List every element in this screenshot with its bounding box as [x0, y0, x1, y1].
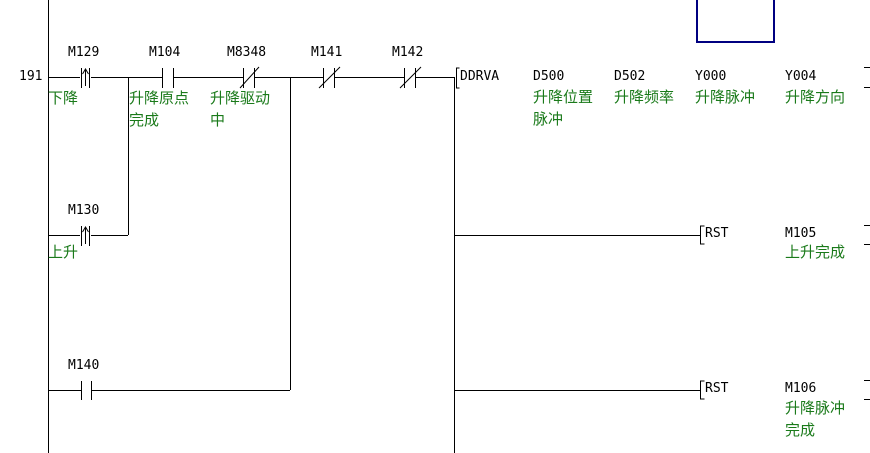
contact-comment: 下降: [48, 89, 79, 107]
operand-address[interactable]: D500: [533, 69, 565, 84]
contact-address[interactable]: M8348: [227, 45, 267, 60]
operand-address[interactable]: Y004: [785, 69, 817, 84]
contact-address[interactable]: M130: [68, 203, 100, 218]
contact-comment: 升降原点: [129, 89, 190, 107]
rst1-address[interactable]: M105: [785, 226, 817, 241]
rst2-bracket: [700, 380, 705, 400]
instruction-bracket: [456, 67, 460, 89]
operand-comment: 升降频率: [614, 88, 675, 106]
operand-comment: 升降方向: [785, 88, 846, 106]
contact-address[interactable]: M104: [149, 45, 181, 60]
contact-comment: 中: [210, 111, 226, 129]
contact-m142-nc: [399, 66, 422, 89]
contact-m130-rising-edge: [81, 226, 90, 246]
contact-m141-nc: [318, 66, 341, 89]
operand-comment: 升降位置: [533, 88, 594, 106]
operand-comment: 脉冲: [533, 110, 564, 128]
contact-m140-no: [81, 381, 92, 400]
contact-comment: 升降驱动: [210, 89, 271, 107]
cursor-box: [696, 0, 775, 43]
contact-m129-rising-edge: [81, 68, 90, 88]
contact-address[interactable]: M141: [311, 45, 343, 60]
rst2-address[interactable]: M106: [785, 381, 817, 396]
rst2-instruction[interactable]: RST: [705, 381, 729, 396]
operand-address[interactable]: Y000: [695, 69, 727, 84]
step-number: 191: [19, 69, 43, 84]
operand-address[interactable]: D502: [614, 69, 646, 84]
contact-m104-no: [162, 68, 174, 88]
rst2-comment: 升降脉冲: [785, 399, 846, 417]
contact-m8348-nc: [239, 66, 260, 89]
rst1-comment: 上升完成: [785, 243, 846, 261]
instruction-name[interactable]: DDRVA: [460, 69, 500, 84]
contact-address[interactable]: M129: [68, 45, 100, 60]
contact-address[interactable]: M140: [68, 358, 100, 373]
operand-comment: 升降脉冲: [695, 88, 756, 106]
rst1-instruction[interactable]: RST: [705, 226, 729, 241]
contact-address[interactable]: M142: [392, 45, 424, 60]
contact-comment: 完成: [129, 111, 160, 129]
rst1-bracket: [700, 225, 705, 245]
contact-comment: 上升: [48, 243, 79, 261]
rst2-comment: 完成: [785, 421, 816, 439]
